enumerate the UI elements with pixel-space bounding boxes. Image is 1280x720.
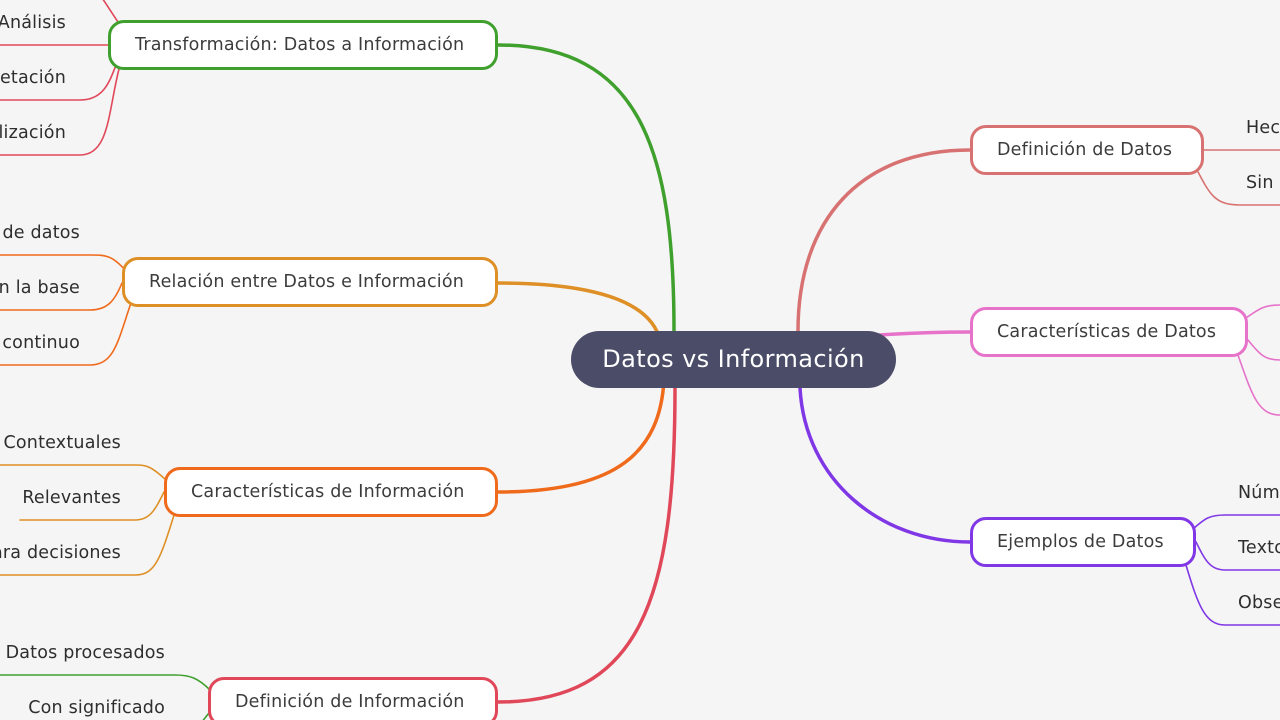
leaf-numeros[interactable]: Núm (1238, 483, 1280, 503)
link-leaf-continuo (0, 299, 133, 366)
link-leaf-datos (0, 254, 126, 271)
link-definicion-informacion (496, 386, 677, 704)
node-caracteristicas-datos-label: Características de Datos (997, 322, 1217, 342)
leaf-observaciones[interactable]: Obse (1238, 593, 1280, 613)
leaf-visualizacion[interactable]: lización (0, 123, 66, 143)
link-ejemplos-datos (798, 386, 972, 544)
node-transformacion[interactable]: Transformación: Datos a Información (108, 20, 498, 70)
leaf-datos-procesados[interactable]: Datos procesados (5, 643, 165, 663)
link-leaf-caract-2 (1247, 339, 1280, 361)
node-definicion-datos-label: Definición de Datos (997, 140, 1173, 160)
leaf-base[interactable]: n la base (0, 278, 80, 298)
leaf-contextuales[interactable]: Contextuales (3, 433, 121, 453)
node-definicion-informacion[interactable]: Definición de Información (208, 677, 498, 720)
leaf-utiles-decisiones[interactable]: ara decisiones (0, 543, 121, 563)
link-caracteristicas-datos (878, 330, 972, 337)
link-leaf-datos-procesados (0, 674, 211, 691)
root-node[interactable]: Datos vs Información (571, 331, 896, 388)
link-leaf-sin (1195, 167, 1280, 206)
link-leaf-decisiones (0, 511, 176, 576)
leaf-hechos[interactable]: Hec (1246, 118, 1280, 138)
node-ejemplos-datos-label: Ejemplos de Datos (997, 532, 1164, 552)
node-ejemplos-datos[interactable]: Ejemplos de Datos (970, 517, 1196, 567)
link-leaf-analisis (102, 0, 119, 23)
link-leaf-observaciones (1185, 564, 1280, 626)
node-relacion[interactable]: Relación entre Datos e Información (122, 257, 498, 307)
link-leaf-texto (1195, 541, 1280, 571)
leaf-relevantes[interactable]: Relevantes (22, 488, 121, 508)
link-transformacion (496, 43, 676, 333)
link-leaf-numeros (1191, 514, 1280, 531)
leaf-procesamiento-datos[interactable]: de datos (2, 223, 80, 243)
node-caracteristicas-informacion-label: Características de Información (191, 482, 465, 502)
leaf-continuo[interactable]: continuo (2, 333, 80, 353)
leaf-con-significado[interactable]: Con significado (28, 698, 165, 718)
node-transformacion-label: Transformación: Datos a Información (135, 35, 465, 55)
leaf-interpretacion[interactable]: etación (0, 68, 66, 88)
link-leaf-contextuales (0, 464, 167, 481)
link-relacion (496, 281, 662, 342)
link-leaf-caract-1 (1245, 304, 1280, 319)
leaf-analisis[interactable]: Análisis (0, 13, 66, 33)
link-leaf-base (0, 282, 123, 311)
node-caracteristicas-informacion[interactable]: Características de Información (164, 467, 498, 517)
node-caracteristicas-datos[interactable]: Características de Datos (970, 307, 1248, 357)
link-leaf-caract-3 (1237, 354, 1280, 416)
link-leaf-visualizacion (0, 64, 121, 156)
leaf-texto[interactable]: Texto (1238, 538, 1280, 558)
link-leaf-relevantes (19, 491, 165, 521)
link-definicion-datos (796, 148, 972, 333)
node-definicion-datos[interactable]: Definición de Datos (970, 125, 1204, 175)
node-definicion-informacion-label: Definición de Información (235, 692, 465, 712)
node-relacion-label: Relación entre Datos e Información (149, 272, 465, 292)
link-caracteristicas-informacion (496, 378, 666, 494)
leaf-sin-contexto[interactable]: Sin (1246, 173, 1274, 193)
